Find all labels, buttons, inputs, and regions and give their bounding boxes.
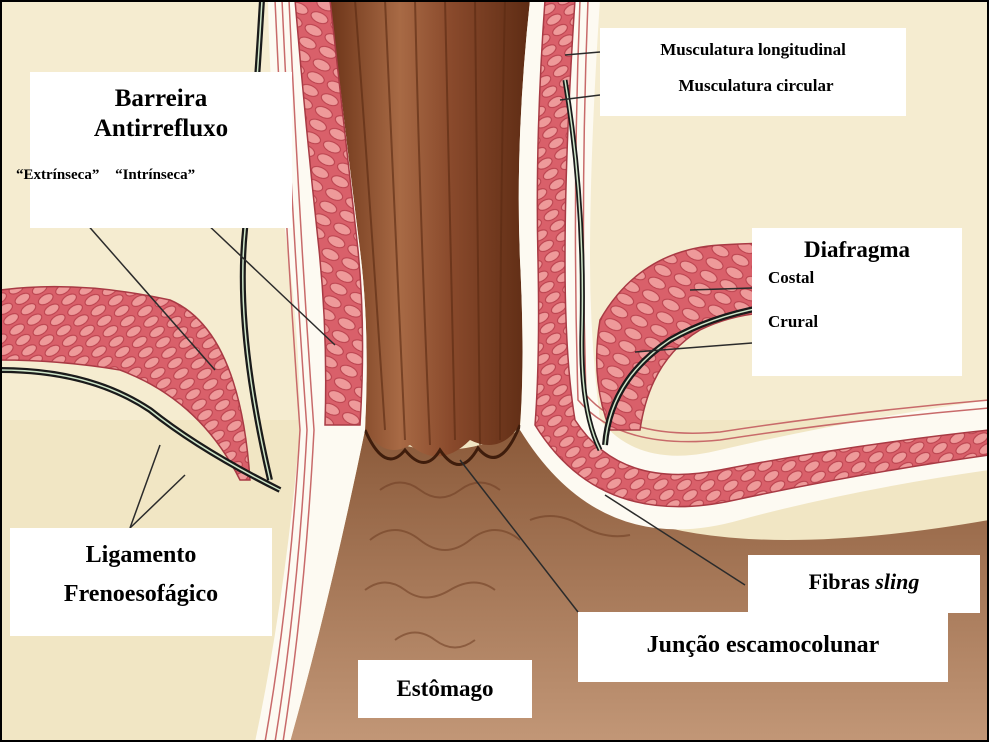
diaphragm-box: Diafragma Costal Crural: [752, 228, 962, 376]
sling-box: Fibras sling: [748, 555, 980, 613]
crural-label: Crural: [768, 312, 962, 332]
ligament-line2: Frenoesofágico: [10, 581, 272, 608]
stomach-box: Estômago: [358, 660, 532, 718]
barrier-subtypes: “Extrínseca” “Intrínseca”: [30, 167, 292, 184]
circular-muscle-label: Musculatura circular: [606, 76, 906, 96]
sling-fibers-label: Fibras sling: [748, 569, 980, 595]
costal-label: Costal: [768, 268, 962, 288]
muscle-layers-box: Musculatura longitudinal Musculatura cir…: [600, 28, 906, 116]
ligament-box: Ligamento Frenoesofágico: [10, 528, 272, 636]
longitudinal-muscle-label: Musculatura longitudinal: [600, 40, 906, 60]
barrier-title-line2: Antirrefluxo: [30, 115, 292, 143]
squamocolumnar-junction-label: Junção escamocolunar: [578, 632, 948, 659]
barrier-label-box: Barreira Antirrefluxo “Extrínseca” “Intr…: [30, 72, 292, 228]
barrier-title-line1: Barreira: [30, 85, 292, 113]
intrinsic-label: “Intrínseca”: [115, 167, 195, 183]
diaphragm-label: Diafragma: [804, 237, 962, 263]
junction-box: Junção escamocolunar: [578, 612, 948, 682]
sling-prefix: Fibras: [809, 569, 876, 594]
sling-italic: sling: [875, 569, 919, 594]
extrinsic-label: “Extrínseca”: [16, 167, 99, 183]
stomach-label: Estômago: [358, 676, 532, 702]
ligament-line1: Ligamento: [10, 542, 272, 569]
